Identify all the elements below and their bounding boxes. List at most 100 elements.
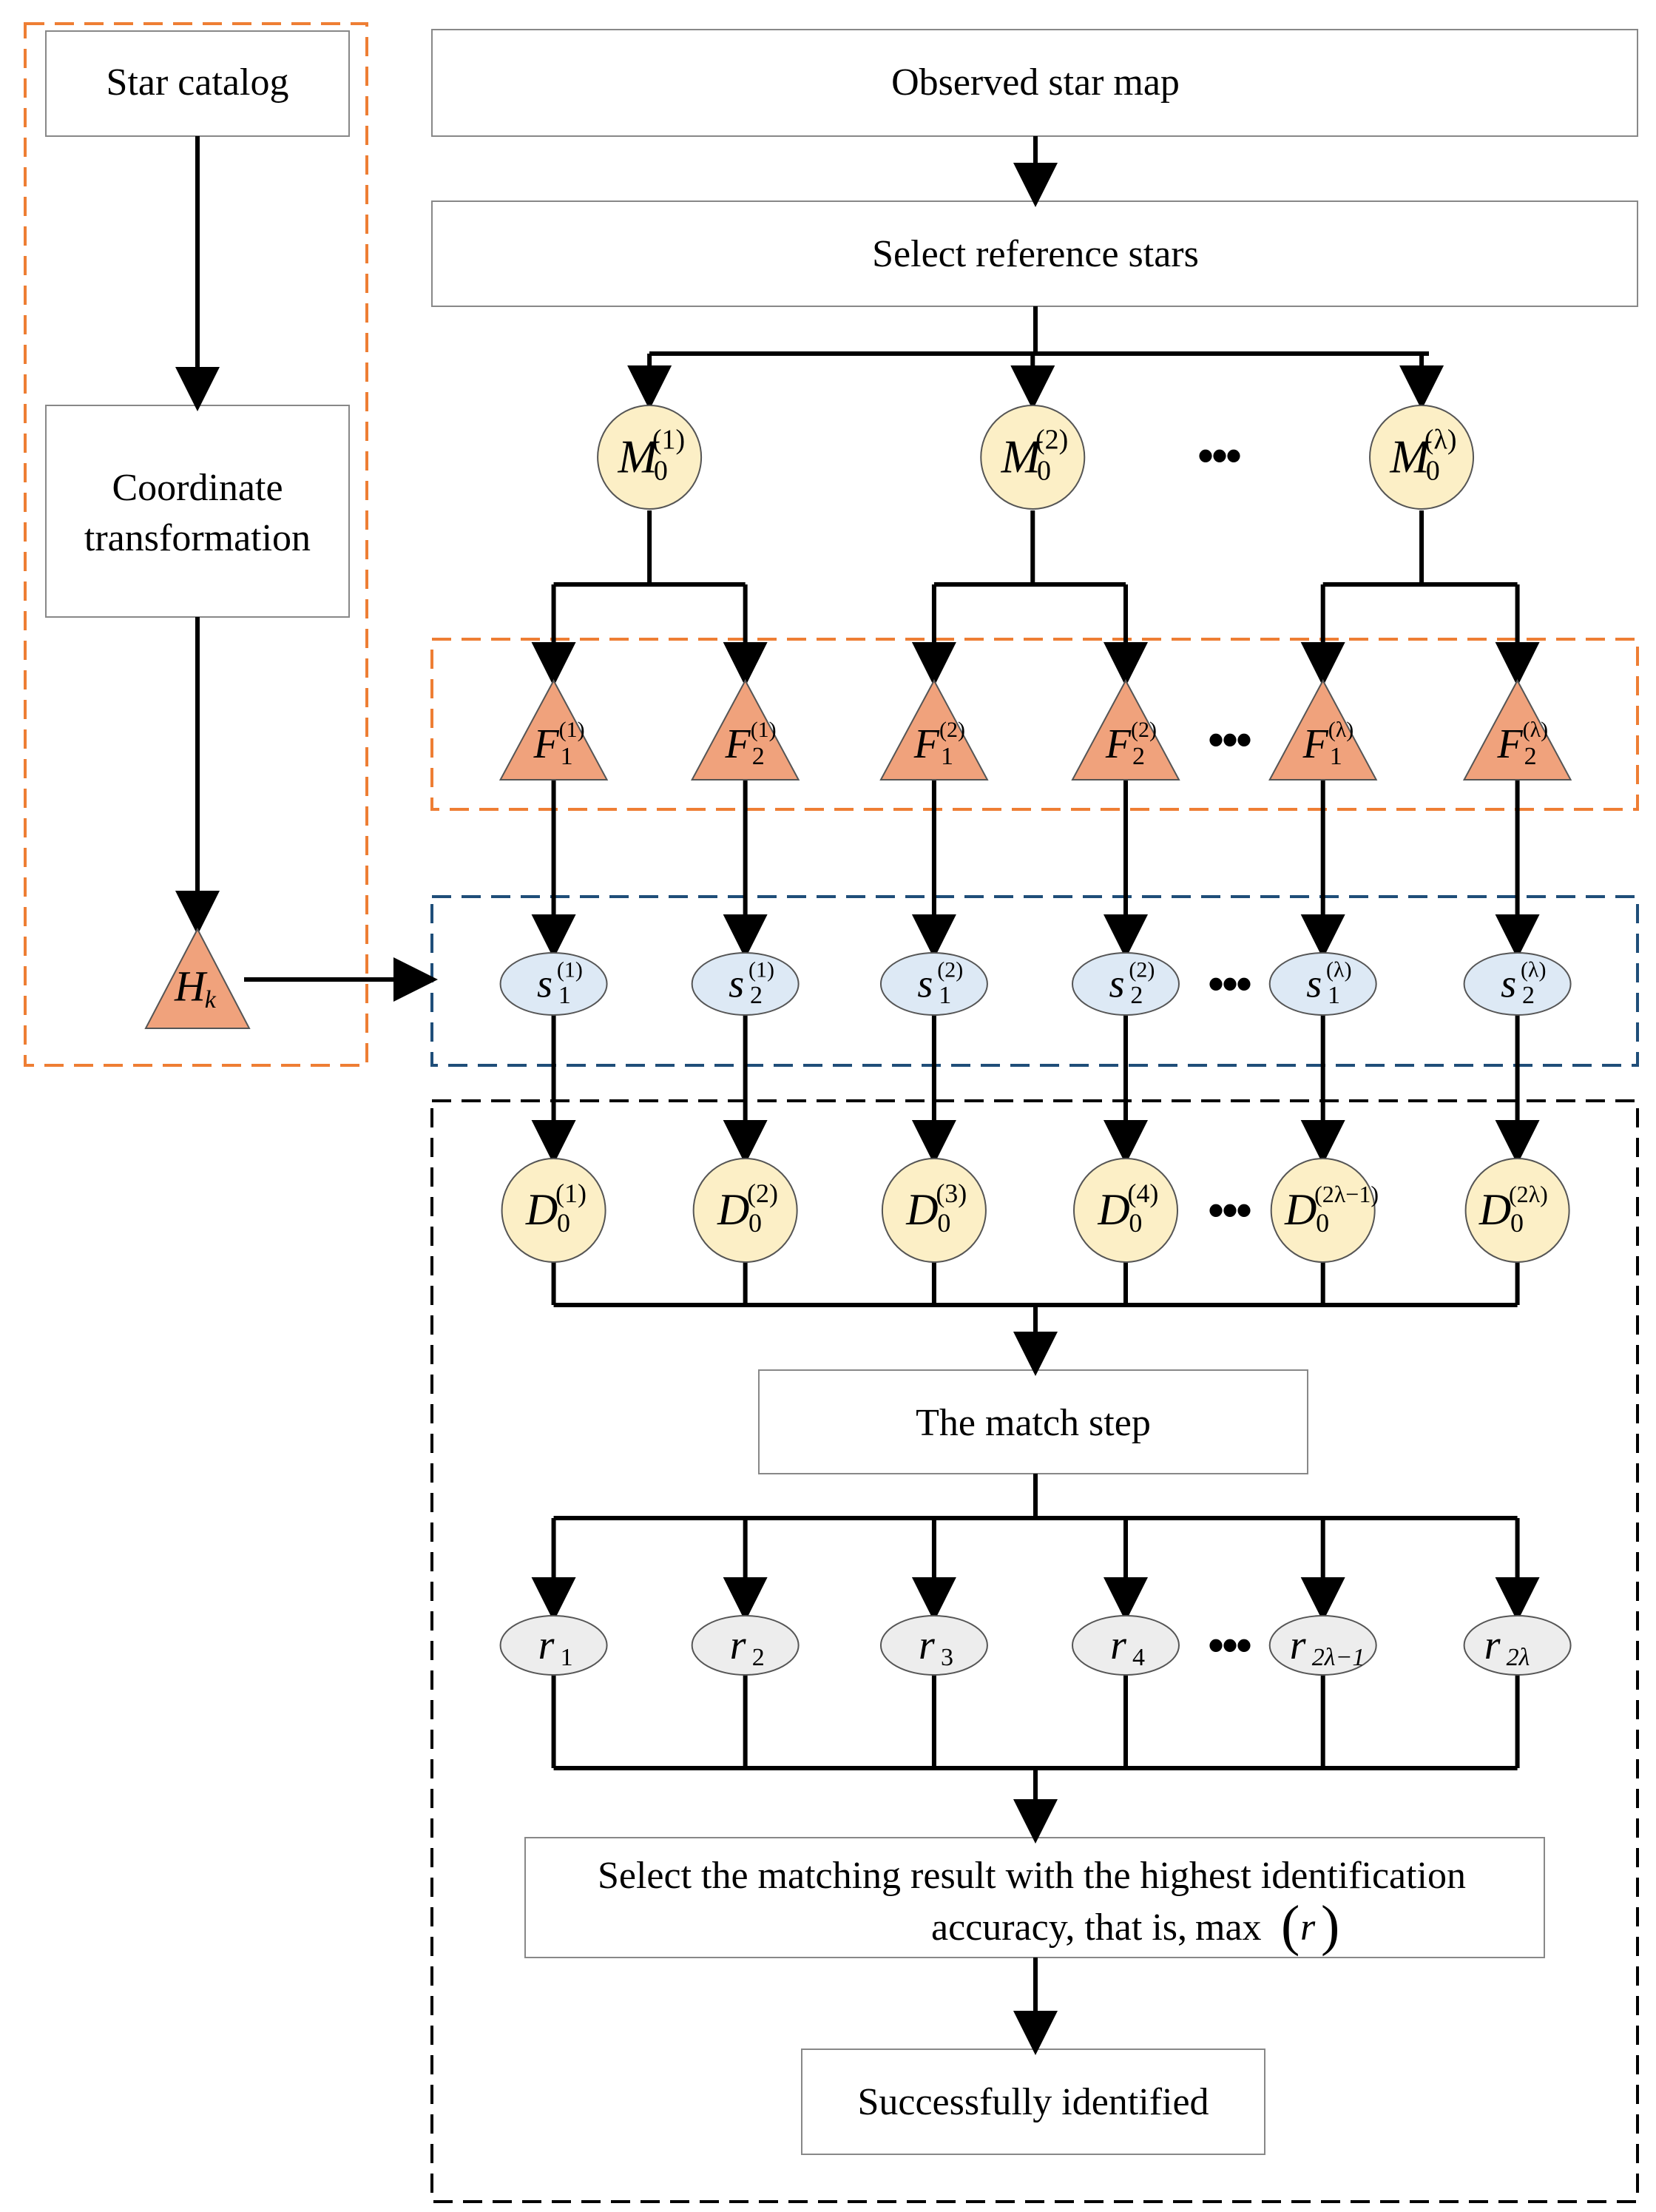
node-superscript: (2): [1035, 424, 1068, 455]
node-main-symbol: s: [1306, 961, 1322, 1005]
node-D0-6: D0(2λ): [1464, 1158, 1570, 1263]
node-subscript: 4: [1132, 1644, 1145, 1671]
node-main-symbol: F: [1496, 721, 1523, 767]
node-main-symbol: D: [1478, 1185, 1511, 1234]
node-subscript: 0: [1316, 1208, 1329, 1238]
node-subscript: 2: [1130, 982, 1143, 1009]
select-reference-stars-label: Select reference stars: [872, 233, 1199, 275]
coordinate-transformation-label: Coordinate: [112, 467, 283, 509]
result-ellipse-shape: [1463, 1615, 1572, 1676]
signal-ellipse-shape: [691, 952, 800, 1016]
node-superscript: (2): [747, 1179, 778, 1208]
node-superscript: (2): [939, 718, 965, 742]
node-subscript: 2λ: [1507, 1644, 1530, 1671]
node-main-symbol: s: [1109, 961, 1124, 1005]
node-D0-3: D0(3): [881, 1158, 987, 1263]
signal-ellipse-shape: [1463, 952, 1572, 1016]
coordinate-transformation-label-line2: transformation: [84, 517, 311, 559]
signal-ellipse-shape: [499, 952, 608, 1016]
select-result-label-line1: Select the matching result with the high…: [598, 1855, 1466, 1897]
ellipsis-4: •••: [1208, 1185, 1251, 1235]
feature-triangle-shape: [1071, 678, 1180, 780]
select-result-label-line2: accuracy, that is,: [931, 1906, 1187, 1949]
node-subscript: 0: [1510, 1208, 1524, 1238]
node-subscript: 1: [1330, 743, 1342, 770]
node-subscript: 1: [939, 982, 951, 1009]
right-paren-glyph: ): [1321, 1895, 1339, 1957]
node-subscript: 1: [558, 982, 571, 1009]
node-D0-4: D0(4): [1073, 1158, 1178, 1263]
node-main-symbol: F: [913, 721, 940, 767]
match-step-box: [758, 1369, 1308, 1474]
node-main-symbol: M: [1389, 430, 1432, 482]
node-subscript: 0: [654, 456, 668, 487]
node-main-symbol: F: [1105, 721, 1132, 767]
match-step-label: The match step: [916, 1402, 1151, 1444]
node-main-symbol: M: [1001, 430, 1044, 482]
ellipsis-2: •••: [1208, 715, 1251, 764]
node-subscript: 0: [557, 1208, 570, 1238]
distance-circle-shape: [1270, 1158, 1376, 1263]
node-Hk: Hk: [144, 927, 251, 1029]
observed-star-map-label: Observed star map: [891, 61, 1180, 104]
node-subscript: 0: [748, 1208, 762, 1238]
reference-circle-shape: [1369, 405, 1475, 510]
distance-circle-shape: [1464, 1158, 1570, 1263]
node-main-symbol: M: [617, 430, 660, 482]
node-subscript: 0: [1129, 1208, 1142, 1238]
star-catalog-box: [45, 30, 350, 137]
node-superscript: (1): [751, 718, 777, 742]
node-superscript: (4): [1127, 1179, 1158, 1208]
node-subscript: 2: [1524, 743, 1537, 770]
node-superscript: (λ): [1425, 424, 1457, 455]
star-catalog-label: Star catalog: [107, 61, 289, 104]
node-superscript: (2λ−1): [1314, 1181, 1379, 1207]
node-main-symbol: r: [538, 1622, 555, 1668]
feature-triangle-shape: [1462, 678, 1572, 780]
node-main-symbol: r: [1484, 1622, 1501, 1668]
observed-star-map-box: [431, 29, 1638, 137]
node-main-symbol: r: [730, 1622, 746, 1668]
reference-circle-shape: [597, 405, 703, 510]
ellipsis-3: •••: [1208, 959, 1251, 1008]
node-main-symbol: s: [1501, 961, 1516, 1005]
feature-triangle-shape: [690, 678, 800, 780]
node-subscript: 2λ−1: [1312, 1644, 1365, 1671]
node-superscript: (1): [748, 957, 774, 982]
node-subscript: 2: [1522, 982, 1535, 1009]
node-main-symbol: D: [717, 1185, 749, 1234]
node-main-symbol: F: [725, 721, 751, 767]
node-subscript: 2: [752, 743, 765, 770]
node-main-symbol: r: [1110, 1622, 1126, 1668]
node-superscript: (1): [652, 424, 685, 455]
node-main-symbol: D: [1284, 1185, 1317, 1234]
signal-ellipse-shape: [1072, 952, 1180, 1016]
node-M0-2: M0(2): [980, 405, 1086, 510]
node-subscript: 2: [1132, 743, 1145, 770]
node-M0-3: M0(λ): [1369, 405, 1475, 510]
distance-circle-shape: [881, 1158, 987, 1263]
node-main-symbol: s: [917, 961, 933, 1005]
distance-circle-shape: [501, 1158, 606, 1263]
node-main-symbol: r: [1290, 1622, 1306, 1668]
node-main-symbol: r: [919, 1622, 935, 1668]
node-subscript: 3: [941, 1644, 953, 1671]
coordinate-transformation-box: [45, 405, 350, 618]
node-superscript: (λ): [1326, 957, 1352, 982]
ellipsis-1: •••: [1197, 431, 1240, 480]
left-paren-glyph: (: [1281, 1895, 1300, 1957]
select-result-max-label: max: [1195, 1906, 1262, 1949]
